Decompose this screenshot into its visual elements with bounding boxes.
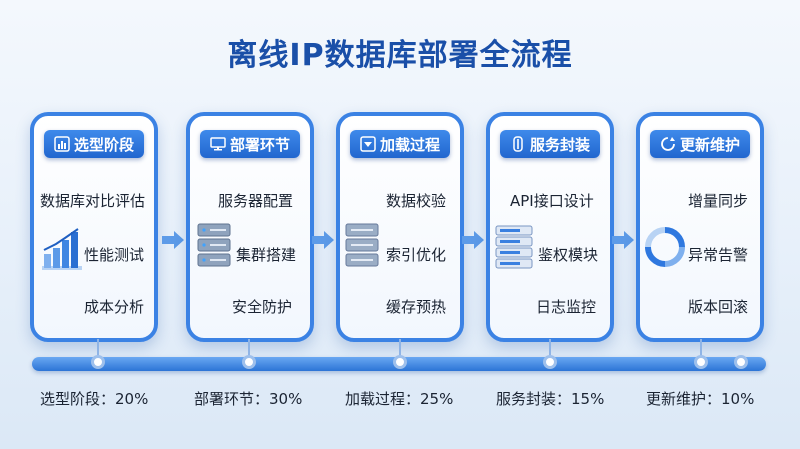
- stage-card-selection: 选型阶段 数据库对比评估 性能测试 成本分析: [30, 112, 158, 342]
- server-stack-illustration: [197, 223, 231, 267]
- stage-card-deployment: 部署环节 服务器配置 集群搭建 安全防护: [186, 112, 314, 342]
- timeline-label: 选型阶段：20%: [40, 390, 149, 408]
- arrow-right-icon: [162, 231, 184, 249]
- monitor-icon: [210, 136, 226, 152]
- stage-item: 索引优化: [386, 246, 447, 264]
- stage-header-maintenance: 更新维护: [650, 130, 750, 158]
- stage-item: 集群搭建: [236, 246, 297, 264]
- stage-item: API接口设计: [510, 192, 594, 210]
- timeline-label: 部署环节：30%: [194, 390, 303, 408]
- stage-header-service: 服务封装: [500, 130, 600, 158]
- stage-label: 服务封装: [529, 135, 590, 154]
- arrow-right-icon: [462, 231, 484, 249]
- stage-header-loading: 加载过程: [350, 130, 450, 158]
- timeline-connector: [97, 339, 99, 357]
- timeline-connector: [700, 339, 702, 357]
- stage-item: 数据库对比评估: [40, 192, 146, 210]
- refresh-icon: [660, 136, 676, 152]
- server-rack-illustration: [495, 225, 533, 269]
- timeline-connector: [248, 339, 250, 357]
- timeline-node: [393, 355, 407, 369]
- stage-item: 成本分析: [84, 298, 145, 316]
- stage-card-maintenance: 更新维护 增量同步 异常告警 版本回滚: [636, 112, 764, 342]
- stage-header-deployment: 部署环节: [200, 130, 300, 158]
- timeline-label: 服务封装：15%: [496, 390, 605, 408]
- stage-item: 数据校验: [386, 192, 447, 210]
- timeline-end-node: [734, 355, 748, 369]
- page-title: 离线IP数据库部署全流程: [227, 38, 573, 73]
- stage-item: 异常告警: [688, 246, 749, 264]
- timeline-node: [242, 355, 256, 369]
- stage-item: 安全防护: [232, 298, 293, 316]
- stage-item: 缓存预热: [386, 298, 447, 316]
- bar-chart-icon: [54, 136, 70, 152]
- download-box-icon: [360, 136, 376, 152]
- stage-card-service: 服务封装 API接口设计 鉴权模块 日志监控: [486, 112, 614, 342]
- stage-item: 性能测试: [84, 246, 145, 264]
- rising-bars-illustration: [42, 228, 82, 270]
- timeline-node: [91, 355, 105, 369]
- stage-item: 版本回滚: [688, 298, 749, 316]
- timeline-node: [543, 355, 557, 369]
- stage-label: 加载过程: [379, 135, 440, 154]
- timeline-connector: [399, 339, 401, 357]
- arrow-right-icon: [612, 231, 634, 249]
- timeline-node: [694, 355, 708, 369]
- stage-item: 日志监控: [536, 298, 597, 316]
- stage-label: 选型阶段: [73, 135, 134, 154]
- timeline-label: 加载过程：25%: [345, 390, 454, 408]
- stage-header-selection: 选型阶段: [44, 130, 144, 158]
- stage-card-loading: 加载过程 数据校验 索引优化 缓存预热: [336, 112, 464, 342]
- sync-cycle-illustration: [645, 227, 685, 267]
- stage-label: 部署环节: [229, 135, 290, 154]
- arrow-right-icon: [312, 231, 334, 249]
- stage-item: 鉴权模块: [538, 246, 599, 264]
- stage-label: 更新维护: [679, 135, 740, 154]
- stage-item: 服务器配置: [218, 192, 294, 210]
- server-stack-illustration: [345, 223, 379, 267]
- timeline-label: 更新维护：10%: [646, 390, 755, 408]
- timeline-connector: [549, 339, 551, 357]
- stage-item: 增量同步: [688, 192, 749, 210]
- api-plug-icon: [510, 136, 526, 152]
